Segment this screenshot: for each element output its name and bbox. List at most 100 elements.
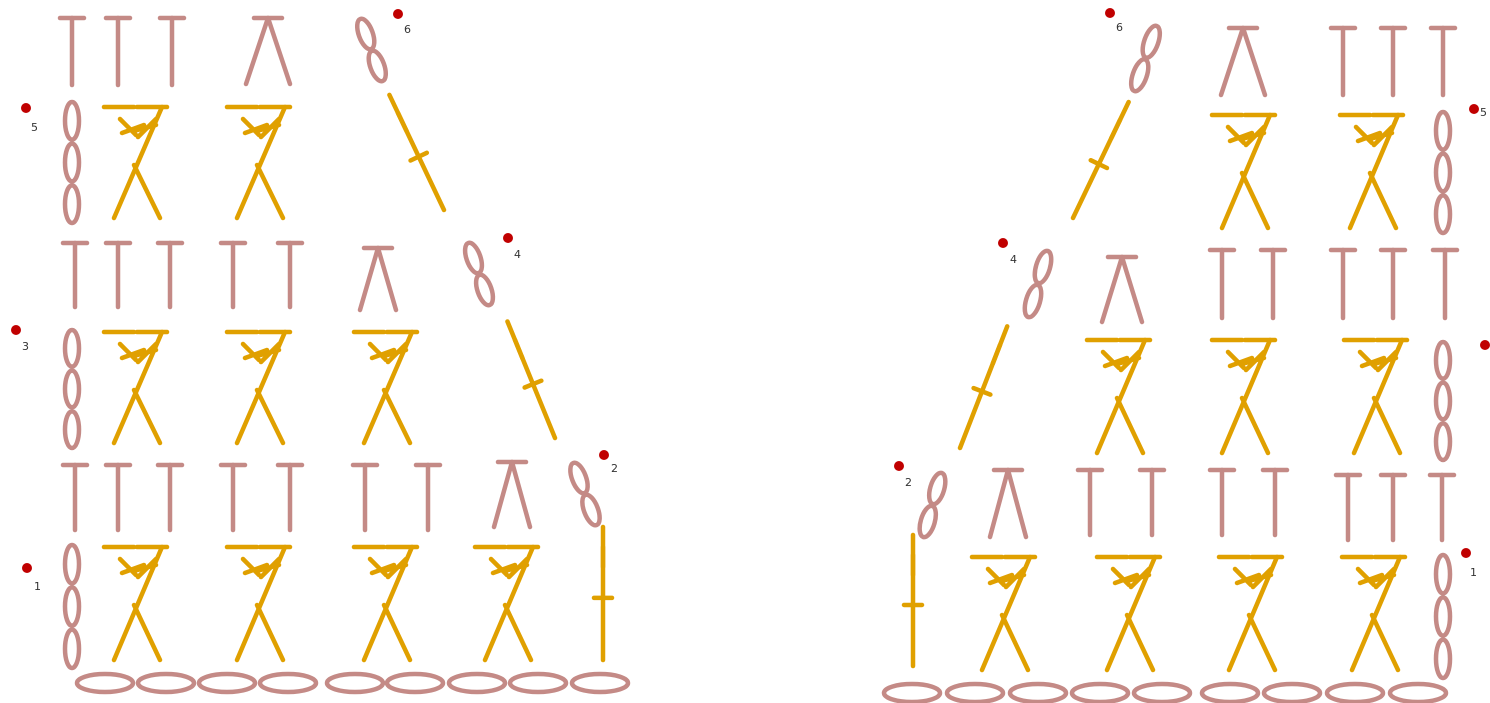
crossed-treble [1339,554,1408,673]
crossed-treble [1084,337,1153,456]
treble-stitch [218,240,248,310]
treble-stitch [1137,467,1167,538]
crossed-treble [472,544,541,663]
treble-stitch [60,240,90,310]
chain-stitch [568,460,590,496]
crossed-treble [224,544,293,663]
chain-stitch [926,470,948,507]
crossed-treble [224,104,293,221]
left-diagram-labels: 1 2 3 4 5 6 [22,23,618,593]
chain-stitch [1433,109,1453,152]
chain-stitch [257,671,319,695]
double-crochet-stitch [901,532,925,669]
double-crochet-stitch [387,92,447,213]
row-marker-left-4 [503,233,513,243]
row-marker-right-2 [894,461,904,471]
chain-stitch [580,492,602,528]
chain-stitch [1433,193,1453,236]
row-marker-left-1 [22,563,32,573]
treble-stitch [155,240,185,310]
chain-stitch [62,327,82,369]
chain-stitch [135,671,197,695]
chain-stitch [62,585,82,628]
crossed-treble [351,329,420,446]
chain-stitch [62,99,82,142]
treble-stitch [1328,247,1358,321]
crossed-treble [351,544,420,663]
crossed-treble [101,329,170,446]
row-label-left-2: 2 [611,462,618,475]
chain-stitch [507,671,569,695]
crossed-treble [1209,337,1278,456]
treble-stitch [103,240,133,310]
row-label-left-4: 4 [514,248,521,261]
chain-stitch [62,141,82,184]
chain-stitch [473,272,496,308]
chain-stitch [1199,681,1261,703]
chain-stitch [62,542,82,586]
crossed-treble [101,104,170,221]
chain-stitch [1022,282,1044,320]
treble-stitch [1427,472,1457,543]
chain-stitch [1433,380,1453,422]
treble-stitch [275,240,305,310]
crossed-treble [1337,112,1406,231]
treble-cluster [1218,25,1268,98]
chain-stitch [1433,595,1453,638]
treble-cluster [243,15,293,87]
row-label-right-5: 5 [1480,106,1487,119]
crossed-treble [101,544,170,663]
treble-cluster [491,459,533,530]
row-label-left-5: 5 [31,121,38,134]
treble-stitch [1378,25,1408,98]
row-marker-left-6 [393,9,403,19]
treble-stitch [1260,467,1290,538]
row-marker-right-1 [1461,548,1471,558]
chain-stitch [196,671,258,695]
chain-stitch [62,627,82,671]
treble-stitch [1207,467,1237,538]
treble-stitch [57,15,87,88]
treble-stitch [1328,25,1358,98]
chain-stitch [1324,681,1386,703]
double-crochet-stitch [957,324,1010,451]
chain-stitch [1433,552,1453,596]
chain-stitch [462,240,485,276]
treble-stitch [103,15,133,88]
double-crochet-stitch [1070,99,1131,221]
treble-stitch [1378,472,1408,543]
treble-stitch [413,462,443,533]
chain-stitch [74,671,136,695]
row-label-right-4: 4 [1010,253,1017,266]
row-label-right-2: 2 [905,476,912,489]
treble-stitch [218,462,248,533]
chain-stitch [1128,57,1151,94]
chain-stitch [366,48,389,84]
treble-stitch [1258,247,1288,321]
treble-cluster [1099,254,1145,325]
chain-stitch [1007,681,1069,703]
treble-stitch [275,462,305,533]
row-marker-right-3 [1480,340,1490,350]
chain-stitch [917,503,939,540]
crossed-treble [1209,112,1278,231]
treble-cluster [357,245,399,313]
chain-stitch [1433,421,1453,463]
chain-stitch [1131,681,1193,703]
crossed-treble [1094,554,1163,673]
row-label-left-3: 3 [22,340,29,353]
chain-stitch [1433,637,1453,681]
chain-stitch [1387,681,1449,703]
row-marker-right-6 [1105,8,1115,18]
treble-stitch [1378,247,1408,321]
chain-stitch [881,681,943,703]
crossed-treble [1216,554,1285,673]
crossed-treble [969,554,1038,673]
chain-stitch [569,671,631,695]
row-marker-right-5 [1469,104,1479,114]
treble-stitch [103,462,133,533]
chain-stitch [62,183,82,226]
chain-stitch [1433,151,1453,194]
stitch-layer [57,15,1460,703]
